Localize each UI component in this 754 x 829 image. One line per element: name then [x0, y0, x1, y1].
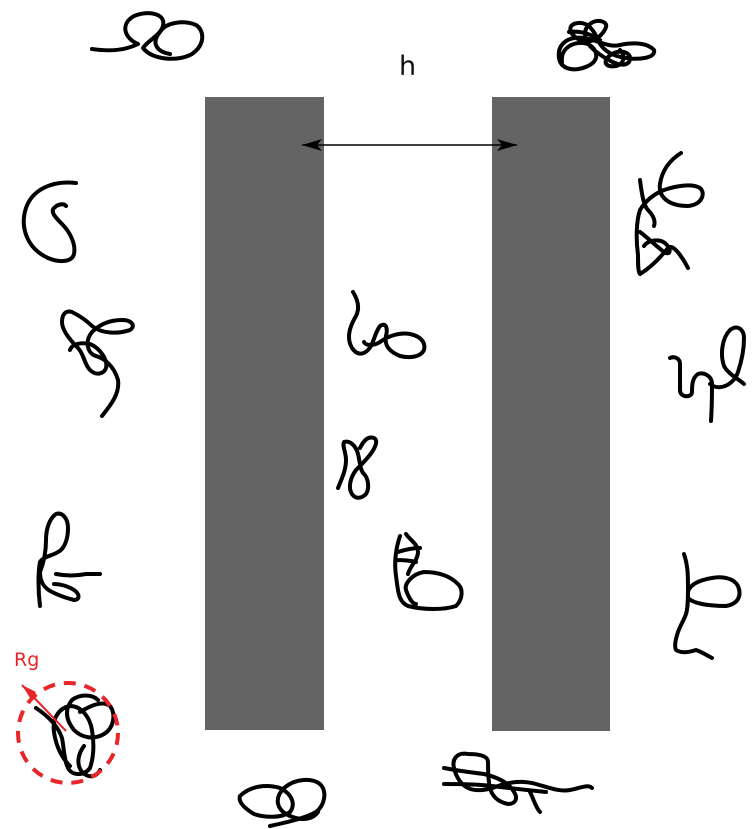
rg-circle [16, 681, 120, 785]
polymer-coil-upper-right [634, 151, 705, 276]
gap-dimension-arrow [302, 139, 517, 151]
right-wall [492, 97, 610, 731]
polymer-coil-upper-left [21, 180, 78, 264]
left-wall [205, 97, 324, 730]
rg-indicator: Rg [14, 649, 120, 785]
polymer-coil-center-middle [336, 435, 379, 500]
rg-arrowhead [22, 685, 36, 698]
polymer-coil-bottom-left [237, 777, 327, 828]
rg-label: Rg [14, 649, 39, 671]
left-arrowhead [302, 139, 322, 151]
polymer-coil-left-lower [36, 511, 102, 608]
polymer-coil-top-left [90, 11, 205, 61]
polymer-coil-rg-example [34, 693, 116, 779]
polymer-coil-center-upper [347, 290, 427, 360]
polymer-coil-right-lower [673, 552, 742, 660]
polymer-coil-top-right [556, 19, 657, 72]
polymer-chains [21, 11, 746, 828]
polymer-coil-middle-left [60, 309, 135, 418]
polymer-coil-center-lower [393, 532, 464, 611]
right-arrowhead [497, 139, 517, 151]
polymer-coil-right-middle [668, 325, 746, 423]
gap-width-label: h [399, 51, 416, 82]
polymer-coil-bottom-right [442, 751, 594, 814]
